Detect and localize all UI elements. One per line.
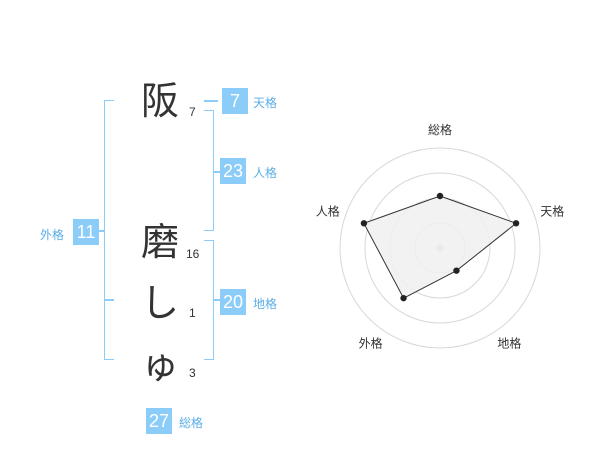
radar-point: [512, 220, 520, 227]
jinkaku-bracket: [204, 110, 214, 231]
stroke-count: 1: [189, 306, 196, 320]
radar-point: [400, 294, 407, 302]
stroke-count: 16: [186, 247, 200, 261]
name-char: 阪: [140, 79, 179, 123]
tenkaku-value: 7: [222, 88, 248, 114]
radar-ring: [339, 147, 541, 349]
chikaku-bracket: [204, 240, 214, 360]
chikaku-label: 地格: [253, 297, 278, 311]
radar-point: [436, 192, 444, 200]
name-char: 磨: [140, 220, 179, 264]
stroke-count: 7: [189, 105, 196, 119]
gaikaku-value: 11: [73, 219, 99, 245]
soukaku-label: 総格: [179, 416, 204, 430]
gaikaku-tick: [98, 230, 104, 232]
jinkaku-tick: [214, 171, 220, 173]
radar-point: [453, 267, 460, 274]
name-char: し: [140, 281, 179, 325]
soukaku-value: 27: [146, 408, 172, 434]
gaikaku-label: 外格: [40, 228, 65, 242]
radar-point: [360, 220, 368, 227]
tenkaku-tick: [204, 100, 218, 102]
gaikaku-bracket: [104, 100, 114, 360]
tenkaku-label: 天格: [253, 96, 278, 110]
radar-axis-label: 外格: [359, 336, 383, 351]
name-char: ゅ: [140, 343, 179, 387]
radar-ring: [364, 172, 516, 324]
chikaku-tick: [214, 299, 220, 301]
chikaku-value: 20: [220, 289, 246, 315]
jinkaku-value: 23: [220, 158, 246, 184]
radar-axis-label: 人格: [316, 204, 340, 219]
stroke-count: 3: [189, 366, 196, 380]
radar-series-polygon: [363, 195, 518, 299]
radar-axis-label: 天格: [540, 204, 564, 219]
radar-axis-label: 地格: [497, 336, 521, 351]
jinkaku-label: 人格: [253, 166, 278, 180]
radar-axis-label: 総格: [428, 122, 452, 137]
gaikaku-inner-tick: [104, 299, 114, 301]
